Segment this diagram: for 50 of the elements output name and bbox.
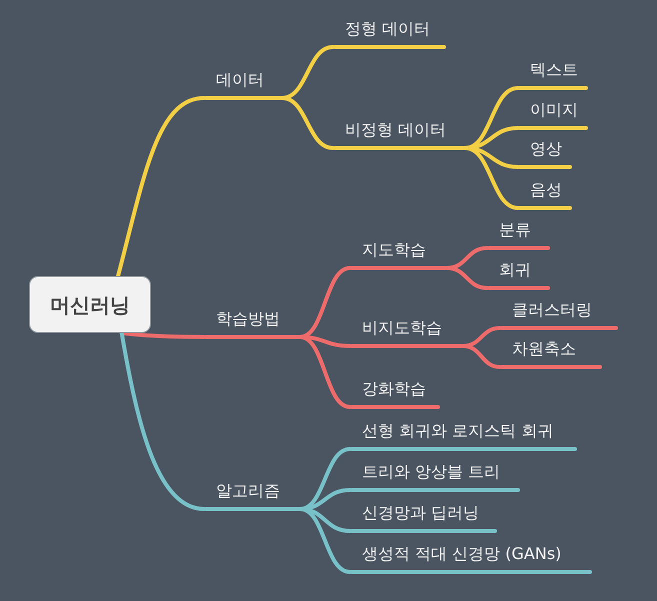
root-topic-box <box>29 276 151 333</box>
topic-branch <box>518 139 572 169</box>
topic-label: 이미지 <box>530 100 578 120</box>
topic-label: 클러스터링 <box>512 300 592 320</box>
root-topic-label: 머신러닝 <box>50 292 130 316</box>
topic-label: 텍스트 <box>530 60 578 80</box>
topic-branch <box>204 309 300 339</box>
topic-label: 강화학습 <box>362 379 426 399</box>
topic-label: 음성 <box>530 180 562 200</box>
topic-branch <box>350 544 592 574</box>
topic-label: 학습방법 <box>216 309 280 329</box>
branch-connector <box>463 146 520 210</box>
topic-branch <box>487 220 550 250</box>
topic-label: 정형 데이터 <box>345 19 430 39</box>
branch-connector <box>298 507 352 574</box>
branch-connector <box>298 335 352 409</box>
topic-label: 알고리즘 <box>216 481 280 501</box>
topic-branch <box>350 240 447 270</box>
branch-connector <box>280 96 335 150</box>
topic-branch <box>500 300 618 330</box>
topic-branch <box>350 379 440 409</box>
topic-branch <box>518 180 572 210</box>
topic-branch <box>518 60 588 90</box>
topic-branch <box>204 70 282 100</box>
topic-label: 생성적 적대 신경망 (GANs) <box>362 544 562 564</box>
topic-branch <box>487 260 550 290</box>
topic-label: 영상 <box>530 139 562 159</box>
topic-branch <box>333 120 465 150</box>
topic-label: 선형 회귀와 로지스틱 회귀 <box>362 421 554 441</box>
topic-branch <box>350 503 497 533</box>
topic-branch <box>350 318 463 348</box>
topic-label: 비정형 데이터 <box>345 120 446 140</box>
topic-label: 데이터 <box>216 70 264 90</box>
topic-label: 트리와 앙상블 트리 <box>362 462 500 482</box>
topic-label: 지도학습 <box>362 240 426 260</box>
topic-branch <box>204 481 300 511</box>
branch-connector <box>120 331 206 511</box>
topic-branch <box>333 19 446 49</box>
topic-label: 비지도학습 <box>362 318 442 338</box>
branch-connector <box>461 344 502 369</box>
topic-label: 차원축소 <box>512 339 576 359</box>
branch-connector <box>445 266 489 290</box>
topic-branch <box>350 462 520 492</box>
branch-connector <box>116 96 206 278</box>
topic-branch <box>518 100 588 130</box>
topic-branch <box>350 421 577 451</box>
topic-label: 분류 <box>499 220 531 240</box>
topic-branch <box>500 339 602 369</box>
topic-label: 회귀 <box>499 260 531 280</box>
topic-label: 신경망과 딥러닝 <box>362 503 480 523</box>
